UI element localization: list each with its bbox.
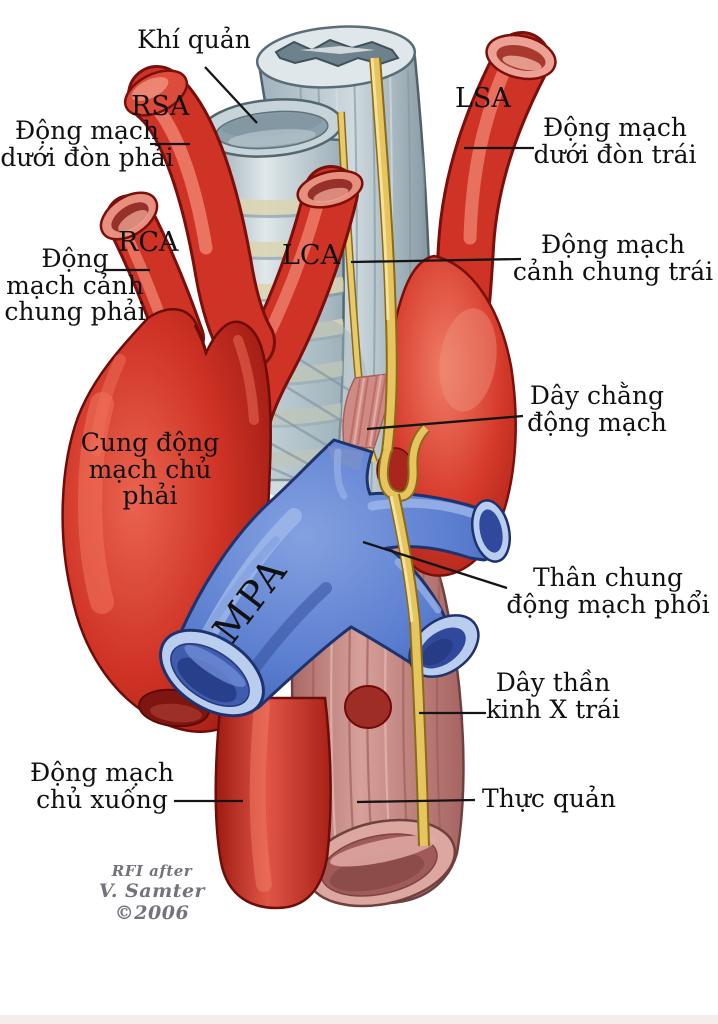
- label-line: động mạch phổi: [506, 589, 710, 619]
- label-line: kinh X trái: [486, 694, 620, 724]
- ductus-knob: [344, 685, 392, 729]
- label-left-common-carotid: Động mạch cảnh chung trái: [512, 230, 714, 286]
- label-line: mạch chủ: [88, 454, 212, 484]
- label-lsa: LSA: [455, 83, 511, 114]
- label-line: chủ xuống: [36, 784, 168, 814]
- label-right-common-carotid: Động mạch cảnh chung phải: [0, 244, 150, 326]
- label-rca: RCA: [118, 227, 179, 258]
- label-line: Động mạch: [30, 758, 174, 787]
- label-ligamentum-arteriosum: Dây chằng động mạch: [518, 381, 676, 437]
- label-left-subclavian-artery: Động mạch dưới đòn trái: [522, 113, 708, 169]
- ligamentum-arteriosum: [342, 372, 397, 449]
- label-line: dưới đòn phải: [0, 142, 174, 172]
- label-line: động mạch: [527, 407, 667, 437]
- leader-lines: [104, 66, 534, 804]
- label-rsa: RSA: [131, 91, 190, 122]
- artist-signature: RFI after V. Samter ©2006: [90, 862, 214, 924]
- vagus-nerve-lower: [377, 424, 431, 847]
- label-line: Động mạch: [15, 116, 159, 145]
- label-trachea: Khí quản: [137, 25, 251, 54]
- label-line: Động mạch: [543, 113, 687, 142]
- bottom-edge-band: [0, 1015, 718, 1024]
- label-line: Cung động: [80, 428, 220, 457]
- label-line: mạch cảnh: [6, 270, 144, 300]
- label-line: Động mạch: [541, 230, 685, 259]
- label-line: dưới đòn trái: [533, 139, 697, 169]
- label-line: Thân chung: [532, 563, 684, 592]
- signature-line: RFI after: [111, 862, 193, 880]
- label-pulmonary-trunk: Thân chung động mạch phổi: [500, 563, 716, 619]
- label-line: Động: [41, 244, 109, 273]
- label-line: phải: [122, 481, 178, 510]
- label-line: Dây chằng: [529, 381, 665, 410]
- label-right-subclavian-artery: Động mạch dưới đòn phải: [0, 116, 176, 172]
- descending-aorta: [214, 696, 332, 910]
- signature-line: V. Samter: [98, 880, 206, 902]
- label-left-vagus-nerve: Dây thần kinh X trái: [478, 668, 628, 724]
- label-esophagus: Thực quản: [482, 784, 616, 813]
- leader-trachea: [204, 66, 258, 124]
- signature-line: ©2006: [114, 902, 190, 924]
- vagus-nerve-upper: [369, 57, 398, 453]
- label-descending-aorta: Động mạch chủ xuống: [22, 758, 182, 814]
- leader-ligamentum: [366, 414, 524, 431]
- label-right-aortic-arch: Cung động mạch chủ phải: [72, 428, 228, 510]
- leader-left-carotid: [350, 257, 522, 264]
- leader-pulmonary-trunk: [362, 540, 508, 590]
- label-line: Dây thần: [495, 668, 611, 697]
- label-lca: LCA: [282, 240, 341, 271]
- label-line: cảnh chung trái: [512, 256, 714, 286]
- label-line: chung phải: [4, 297, 146, 326]
- leader-esophagus: [356, 798, 476, 804]
